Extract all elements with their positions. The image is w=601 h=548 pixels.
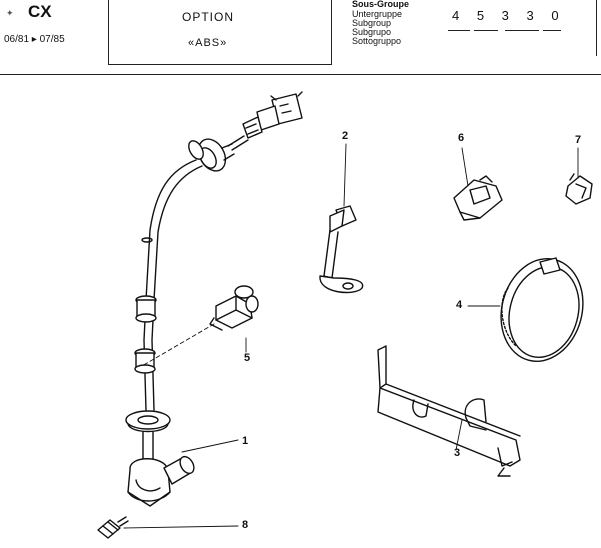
- subgroup-label-es: Subgrupo: [352, 27, 392, 37]
- production-years: 06/81 ▸ 07/85: [4, 34, 65, 45]
- subgroup-label-de: Untergruppe: [352, 9, 403, 19]
- cable-sleeves: [134, 237, 157, 374]
- hose-clamp: [500, 257, 584, 362]
- abs-sensor: [127, 431, 195, 507]
- subgroup-label-fr: Sous-Groupe: [352, 0, 410, 9]
- model-name: CX: [28, 2, 52, 21]
- option-box: [108, 0, 332, 65]
- sensor-cable: [143, 135, 249, 411]
- bracket-3: [377, 345, 521, 477]
- screw: [97, 516, 129, 539]
- clip-6: [453, 175, 503, 221]
- grommet-lower: [125, 410, 171, 433]
- option-subtitle: «ABS»: [188, 37, 228, 49]
- cable-clip: [209, 285, 259, 331]
- code-underline: [505, 30, 539, 31]
- header-divider: [0, 74, 601, 75]
- callout-5: 5: [244, 352, 251, 364]
- grommet-upper: [188, 138, 235, 172]
- subgroup-code: 4 5 3 3 0: [452, 8, 566, 23]
- option-title: OPTION: [182, 10, 235, 24]
- leader-lines: [123, 143, 579, 529]
- code-underline: [543, 30, 561, 31]
- callout-7: 7: [575, 134, 582, 146]
- code-underline: [448, 30, 470, 31]
- sensor-connector: [242, 91, 303, 139]
- subgroup-label-en: Subgroup: [352, 18, 392, 28]
- clip-7: [565, 173, 593, 205]
- callout-2: 2: [342, 130, 349, 142]
- callout-8: 8: [242, 519, 249, 531]
- corner-mark: ✦: [6, 8, 14, 18]
- callout-4: 4: [456, 299, 463, 311]
- callout-6: 6: [458, 132, 465, 144]
- code-underline: [474, 30, 498, 31]
- callout-1: 1: [242, 435, 249, 447]
- callout-3: 3: [454, 447, 461, 459]
- bracket-2: [319, 205, 364, 294]
- header-right-border: [596, 0, 597, 56]
- subgroup-label-it: Sottogruppo: [352, 36, 402, 46]
